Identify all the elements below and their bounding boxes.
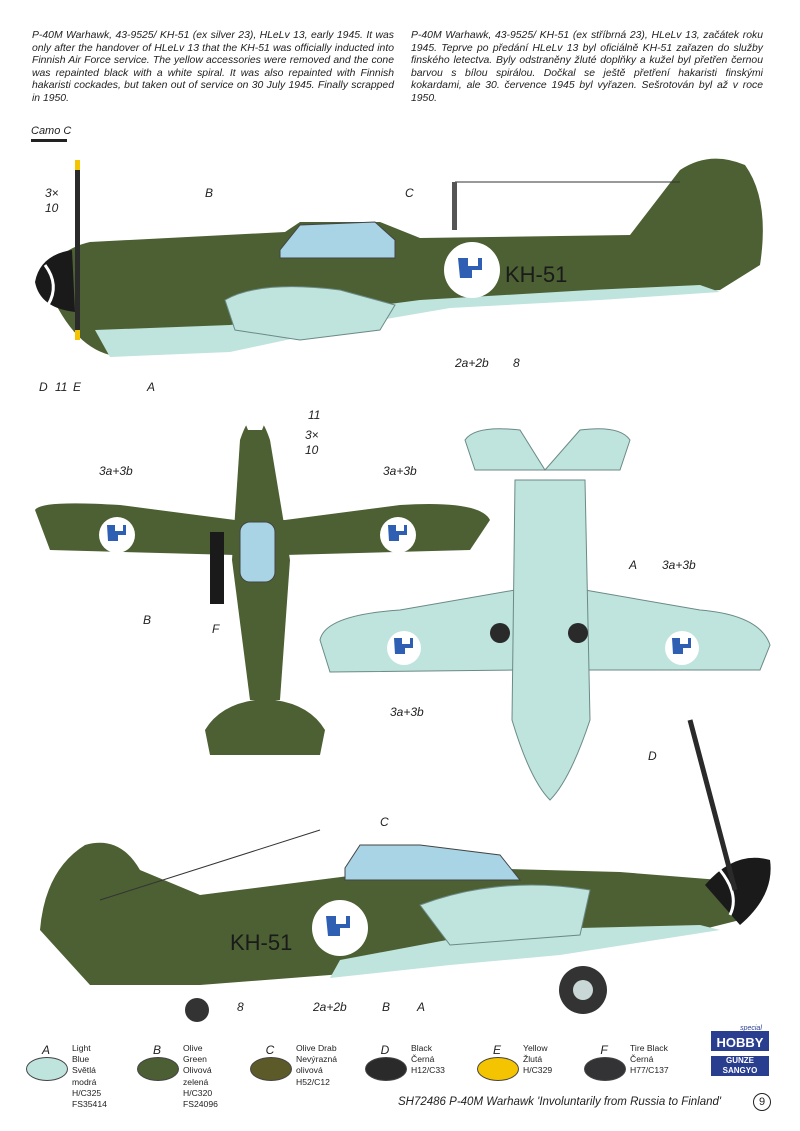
callout-3x: 3× (45, 186, 59, 200)
callout-plan-3a3b-left: 3a+3b (99, 464, 133, 478)
callout-plan-10: 10 (305, 443, 319, 457)
camo-label: Camo C (31, 125, 71, 142)
legend-letter: F (600, 1043, 608, 1057)
kh51-marking-bottom: KH-51 (230, 930, 292, 955)
legend-swatch (584, 1057, 626, 1081)
kh51-marking-top: KH-51 (505, 262, 567, 287)
callout-plan-3x: 3× (305, 428, 319, 442)
side-profile-left: KH-51 (35, 158, 763, 357)
callout-8: 8 (513, 356, 520, 370)
legend-letter: C (265, 1043, 275, 1057)
callout-under-a: A (629, 558, 638, 572)
footer-title: SH72486 P-40M Warhawk 'Involuntarily fro… (398, 1096, 722, 1108)
callout-2a2b: 2a+2b (455, 356, 489, 370)
callout-c: C (405, 186, 414, 200)
callout-plan-3a3b-right: 3a+3b (383, 464, 417, 478)
description-english: P-40M Warhawk, 43-9525/ KH-51 (ex silver… (32, 30, 394, 104)
callout-plan-b: B (143, 613, 152, 627)
legend-letter: A (41, 1043, 50, 1057)
svg-text:special: special (740, 1025, 762, 1032)
page-number: 9 (753, 1093, 771, 1111)
callout-11: 11 (55, 380, 68, 394)
callout-plan-11: 11 (308, 408, 321, 422)
callout-plan-f: F (212, 622, 220, 636)
legend-swatch (365, 1057, 407, 1081)
callout-under-3a3b-bottom: 3a+3b (390, 705, 424, 719)
callout-a: A (147, 380, 156, 394)
description-czech: P-40M Warhawk, 43-9525/ KH-51 (ex stříbr… (411, 30, 763, 104)
callout-bottom-d: D (648, 749, 657, 763)
callout-b: B (205, 186, 214, 200)
legend-swatch (137, 1057, 179, 1081)
callout-bottom-a: A (417, 1000, 426, 1014)
callout-10: 10 (45, 201, 59, 215)
callout-bottom-8: 8 (237, 1000, 244, 1014)
plan-view-top (35, 410, 490, 755)
underside-view (319, 428, 771, 801)
legend-letter: B (152, 1043, 161, 1057)
callout-d: D (39, 380, 48, 394)
callout-bottom-c: C (380, 815, 389, 829)
callout-bottom-2a2b: 2a+2b (313, 1000, 347, 1014)
special-hobby-logo: HOBBY special (711, 1023, 769, 1051)
side-profile-right: KH-51 (40, 719, 771, 1022)
legend-swatch (250, 1057, 292, 1081)
legend-swatch (477, 1057, 519, 1081)
legend-letter: D (380, 1043, 390, 1057)
callout-under-3a3b-right: 3a+3b (662, 558, 696, 572)
svg-text:HOBBY: HOBBY (717, 1035, 764, 1050)
callout-bottom-b: B (382, 1000, 391, 1014)
legend-letter: E (492, 1043, 501, 1057)
callout-e: E (73, 380, 82, 394)
legend-swatch (26, 1057, 68, 1081)
